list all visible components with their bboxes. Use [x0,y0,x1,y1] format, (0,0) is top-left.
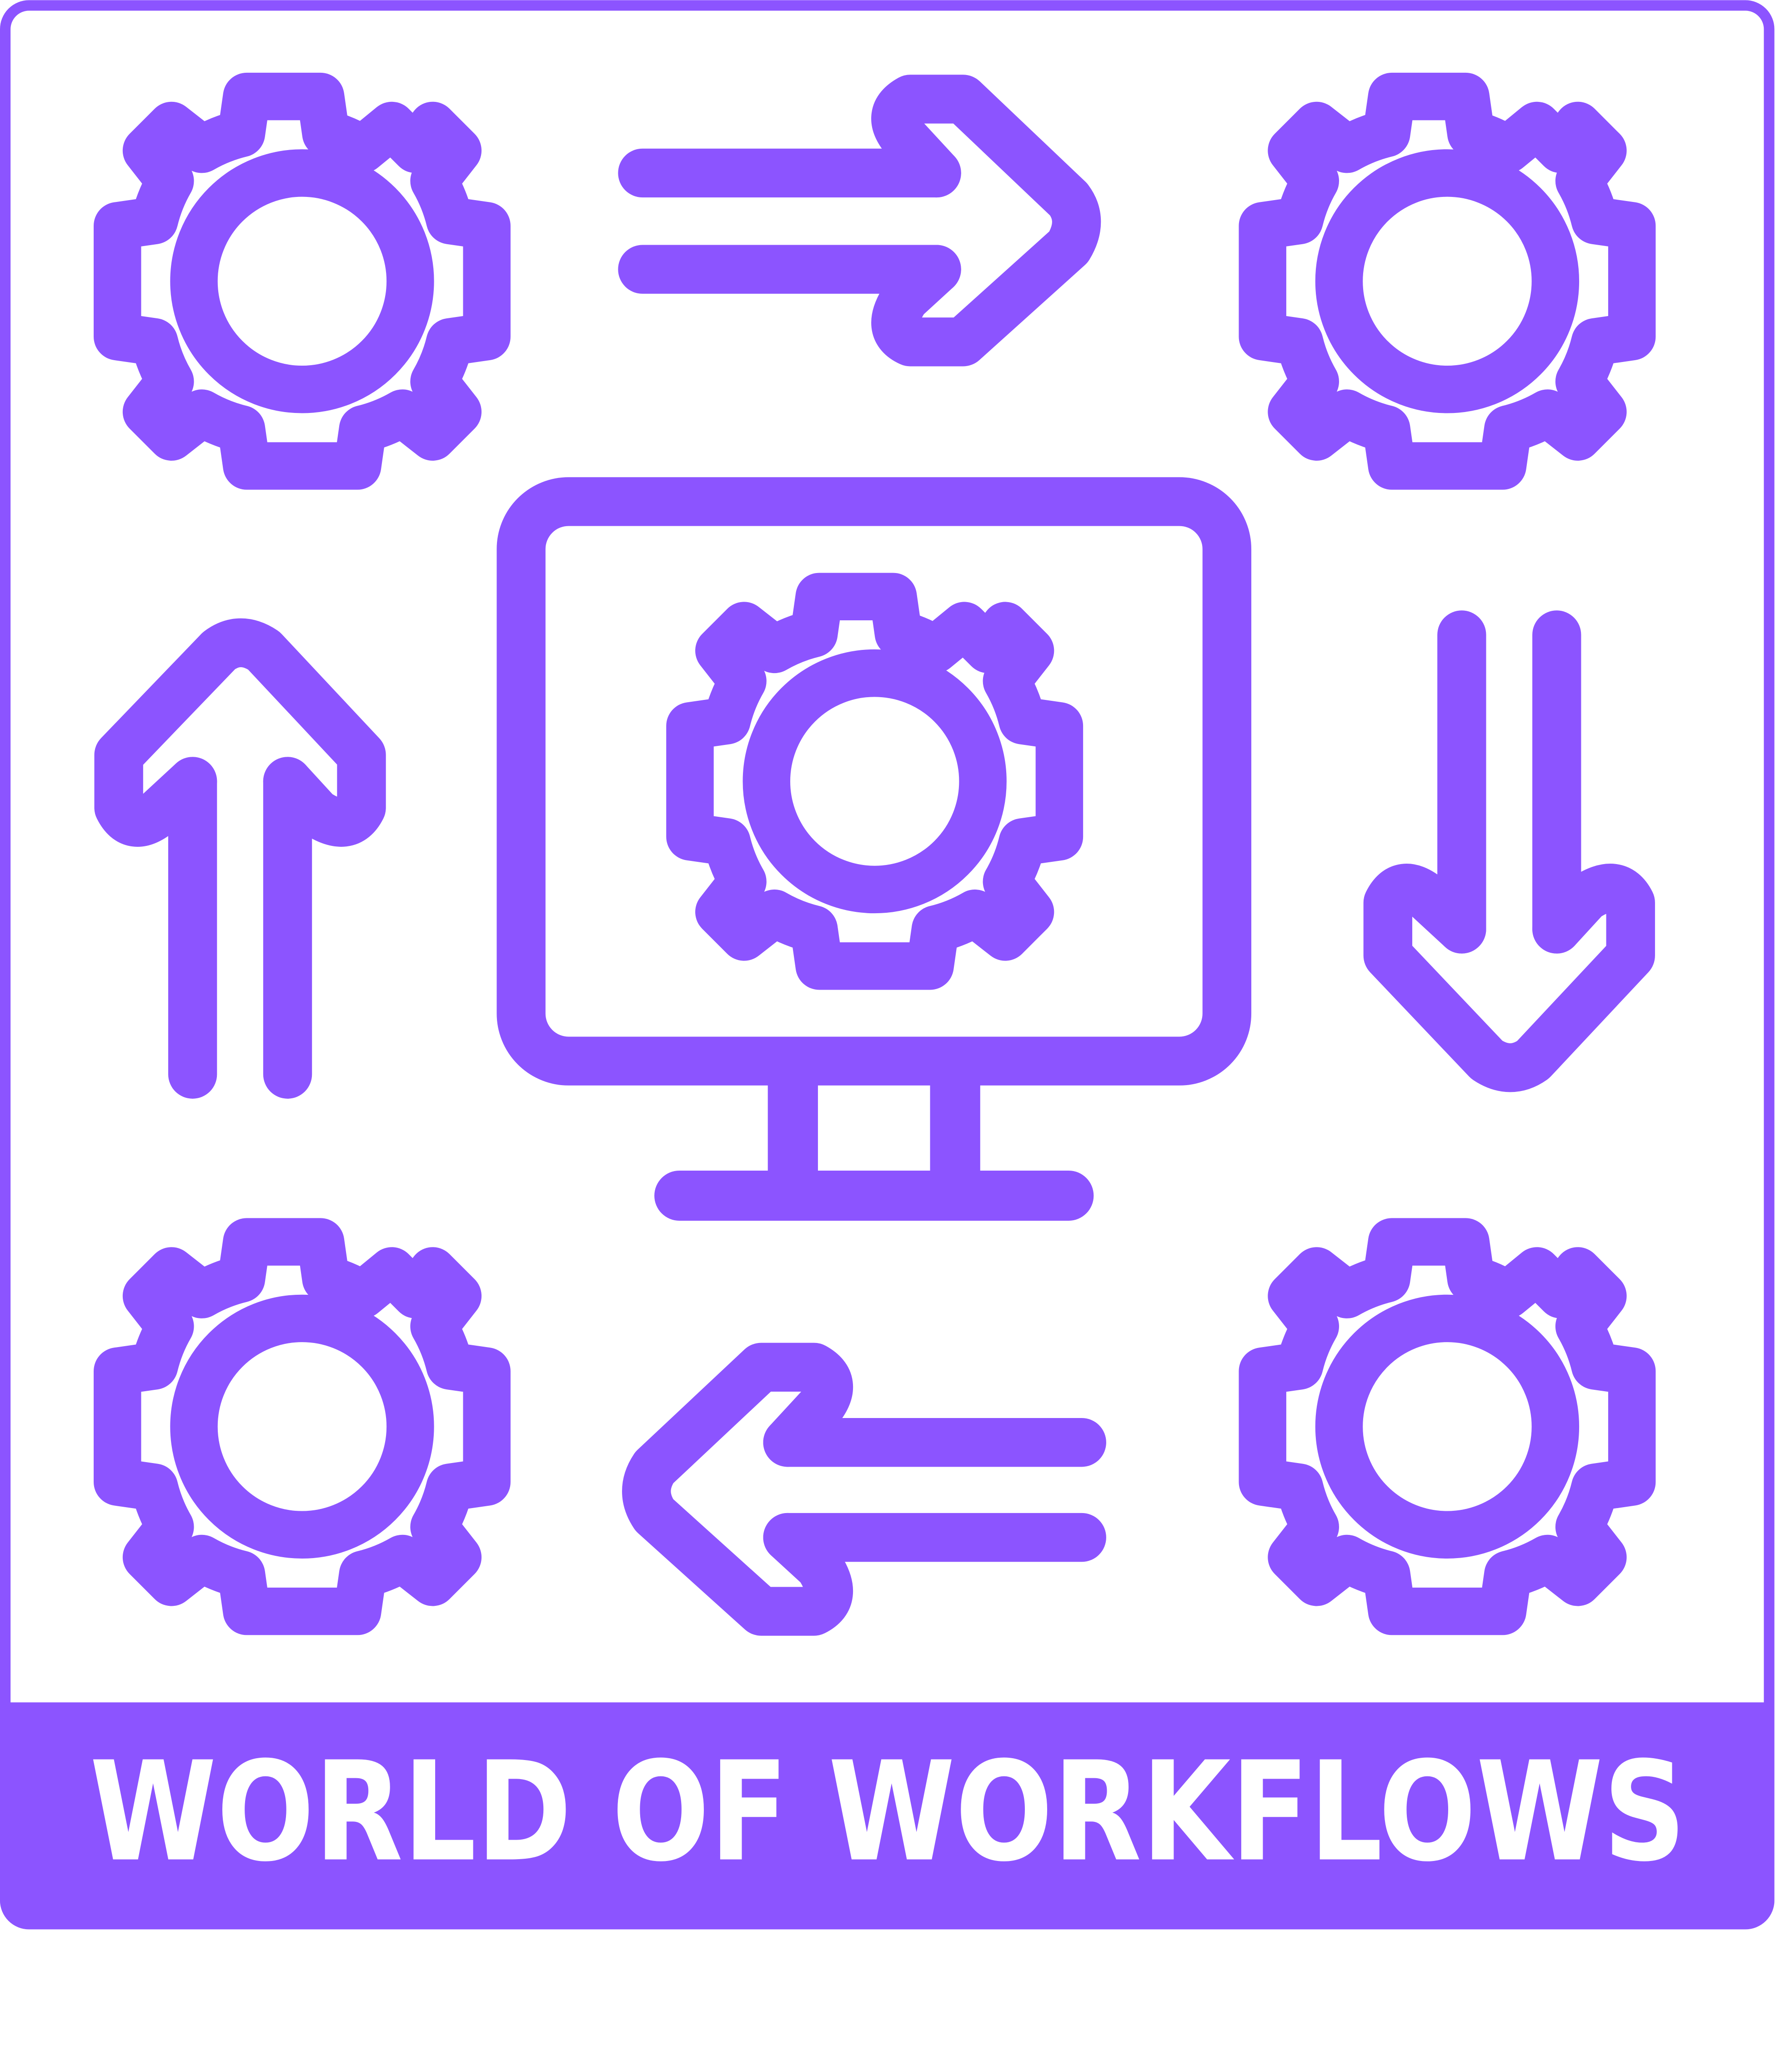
monitor-gear [690,597,1059,966]
banner-background [0,1702,1775,1930]
double-arrow-left-icon [622,1343,1106,1636]
gear-top-left-icon [117,96,487,466]
gear-bottom-right-icon [1263,1242,1632,1611]
double-arrow-right-icon [618,75,1101,367]
double-arrow-down-icon [1363,610,1655,1092]
gear-top-right-icon [1263,96,1632,466]
gear-bottom-left-icon [117,1242,487,1611]
double-arrow-up-icon [94,618,386,1099]
monitor-gear-icon [497,477,1252,1221]
banner-title: WORLD OF WORKFLOWS [90,1733,1686,1892]
